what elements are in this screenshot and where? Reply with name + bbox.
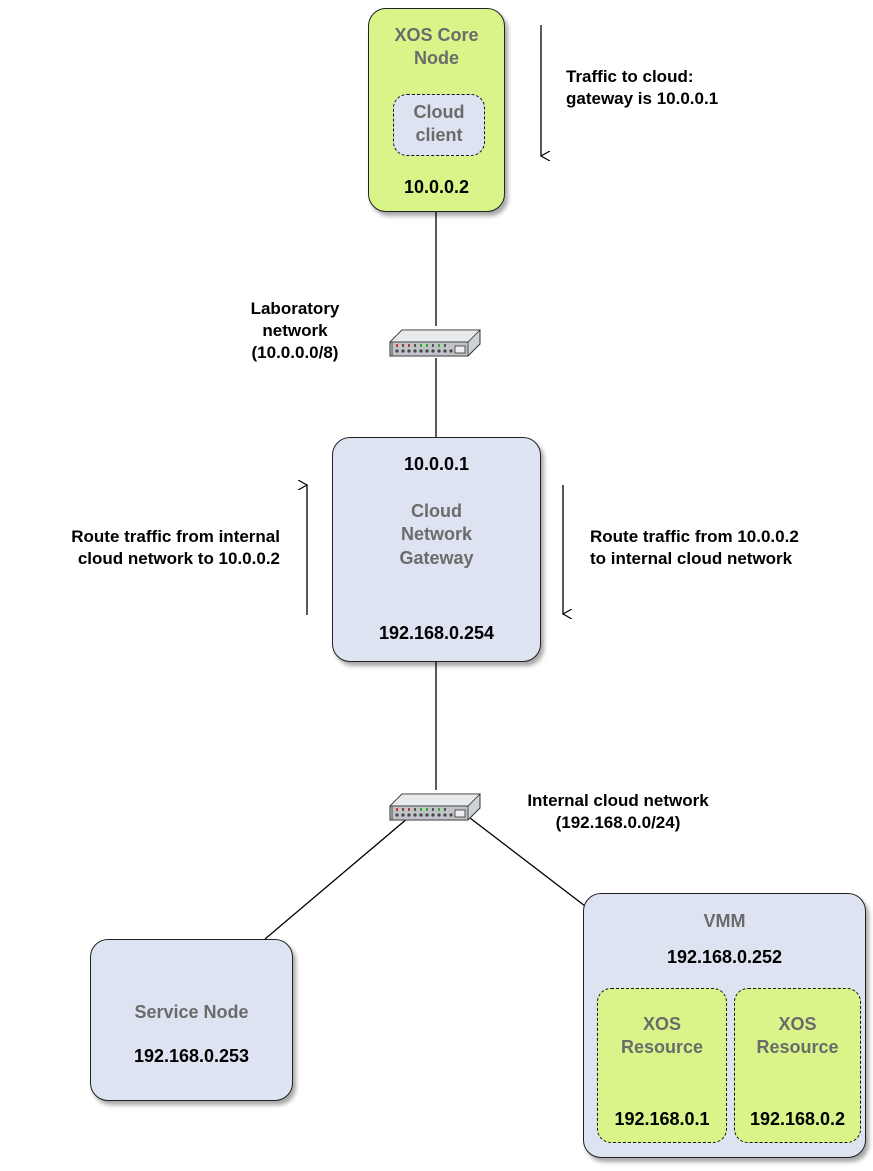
core-traffic-note: Traffic to cloud: gateway is 10.0.0.1: [566, 67, 719, 109]
xos-resource-1-ip: 192.168.0.1: [614, 1109, 710, 1129]
cloud-client-label: Cloud client: [413, 102, 465, 146]
vmm-title: VMM: [703, 911, 746, 931]
gateway-title: Cloud Network Gateway: [399, 501, 474, 568]
xos-resource-2: [734, 988, 861, 1143]
core-node-title: XOS Core Node: [394, 25, 479, 69]
service-node: [90, 939, 293, 1101]
link-switch-to-vmm: [469, 817, 586, 907]
link-switch-to-service-node: [264, 817, 409, 940]
service-node-ip: 192.168.0.253: [133, 1046, 250, 1066]
gateway-ip-top: 10.0.0.1: [403, 454, 470, 474]
gateway-note-right: Route traffic from 10.0.0.2 to internal …: [590, 527, 799, 569]
xos-resource-2-title: XOS Resource: [756, 1014, 839, 1058]
core-node-ip: 10.0.0.2: [403, 177, 470, 197]
service-node-title: Service Node: [134, 1002, 249, 1022]
xos-resource-1-title: XOS Resource: [620, 1014, 704, 1058]
vmm-ip: 192.168.0.252: [666, 947, 783, 967]
gateway-note-left: Route traffic from internal cloud networ…: [71, 527, 280, 569]
laboratory-network-label: Laboratory network (10.0.0.0/8): [250, 299, 340, 363]
laboratory-switch-icon: [389, 329, 481, 357]
internal-network-label: Internal cloud network (192.168.0.0/24): [527, 791, 709, 833]
xos-resource-2-ip: 192.168.0.2: [749, 1109, 846, 1129]
cloud-network-gateway: [332, 437, 541, 662]
gateway-ip-bottom: 192.168.0.254: [378, 623, 495, 643]
xos-resource-1: [597, 988, 727, 1143]
cloud-client: [393, 94, 485, 156]
internal-switch-icon: [389, 793, 481, 821]
